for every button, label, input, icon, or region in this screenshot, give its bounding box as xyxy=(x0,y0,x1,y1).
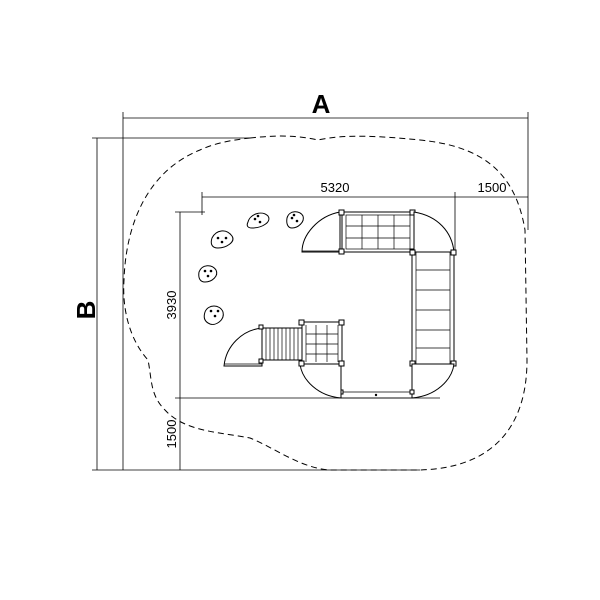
platform-icon xyxy=(413,211,455,253)
dimension-1500-bottom: 1500 xyxy=(164,398,181,470)
dimension-1500-side: 1500 xyxy=(455,180,528,198)
climbing-stone-icon xyxy=(286,211,304,229)
dimension-3930-label: 3930 xyxy=(164,291,179,320)
safety-zone-outline xyxy=(123,135,528,471)
net-panel-icon xyxy=(338,209,416,255)
dimension-1500-bottom-label: 1500 xyxy=(164,420,179,449)
net-panel-icon xyxy=(409,249,457,367)
dimension-a: A xyxy=(122,89,529,470)
dimension-b-label: B xyxy=(71,301,101,320)
net-panel-icon xyxy=(298,319,345,367)
steps-icon xyxy=(258,324,303,364)
platform-icon xyxy=(338,389,415,399)
dimension-a-label: A xyxy=(312,89,331,119)
dimension-1500-side-label: 1500 xyxy=(478,180,507,195)
platform-icon xyxy=(223,327,263,367)
platform-icon xyxy=(411,363,455,399)
climbing-stone-icon xyxy=(246,212,270,229)
dimension-5320-label: 5320 xyxy=(321,180,350,195)
climbing-stone-icon xyxy=(203,305,224,325)
platform-icon xyxy=(301,211,341,253)
climbing-stone-icon xyxy=(198,265,218,283)
dimension-5320: 5320 xyxy=(201,180,456,250)
climbing-stone-icon xyxy=(210,230,234,249)
dimension-b: B xyxy=(71,137,420,471)
platform-icon xyxy=(299,363,342,399)
